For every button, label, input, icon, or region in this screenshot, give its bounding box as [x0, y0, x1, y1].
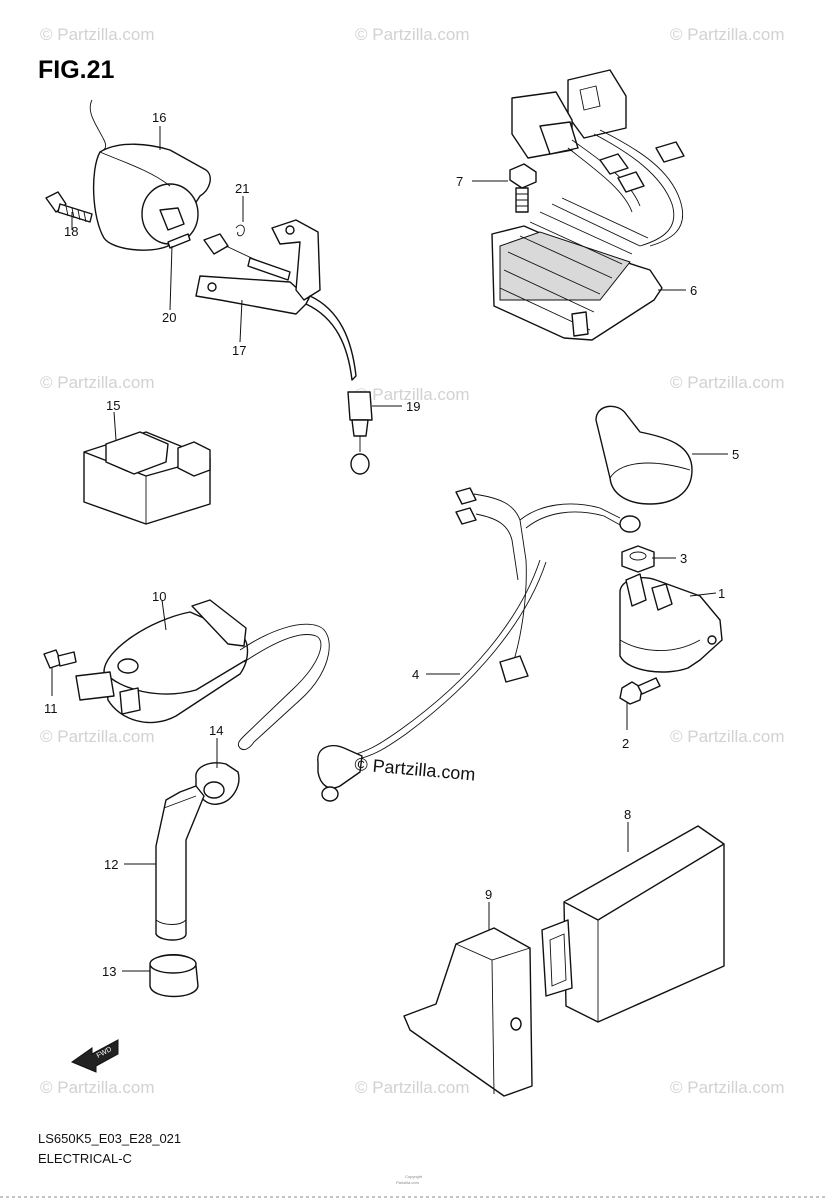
- callout-15: 15: [106, 398, 120, 413]
- part-12-illustration: [155, 785, 205, 941]
- center-brand-watermark: © Partzilla.com: [354, 754, 477, 784]
- callout-12: 12: [104, 857, 118, 872]
- callout-4: 4: [412, 667, 419, 682]
- callout-21: 21: [235, 181, 249, 196]
- callout-11: 11: [44, 701, 58, 716]
- part-6-illustration: [491, 69, 685, 341]
- part-18-illustration: [45, 191, 93, 223]
- watermark: © Partzilla.com: [670, 373, 785, 392]
- callout-3: 3: [680, 551, 687, 566]
- part-8-illustration: [541, 825, 725, 1023]
- part-10-illustration: [75, 599, 330, 751]
- part-16-illustration: [89, 99, 211, 251]
- part-21-illustration: [235, 224, 245, 237]
- part-11-illustration: [43, 649, 77, 669]
- watermark: © Partzilla.com: [40, 1078, 155, 1097]
- forward-arrow-icon: FWD: [70, 1039, 119, 1073]
- copyright-line: Partzilla.com: [396, 1180, 420, 1185]
- callout-2: 2: [622, 736, 629, 751]
- part-9-illustration: [403, 927, 533, 1097]
- watermark: © Partzilla.com: [40, 25, 155, 44]
- callout-9: 9: [485, 887, 492, 902]
- part-2-illustration: [619, 677, 661, 705]
- watermark: © Partzilla.com: [40, 727, 155, 746]
- callout-17: 17: [232, 343, 246, 358]
- callout-13: 13: [102, 964, 116, 979]
- part-4-illustration: [317, 487, 641, 802]
- callout-18: 18: [64, 224, 78, 239]
- callout-19: 19: [406, 399, 420, 414]
- watermark: © Partzilla.com: [355, 1078, 470, 1097]
- leader-lines: [51, 126, 728, 972]
- callout-16: 16: [152, 110, 166, 125]
- part-20-illustration: [167, 233, 191, 249]
- callout-14: 14: [209, 723, 223, 738]
- callout-6: 6: [690, 283, 697, 298]
- figure-title: FIG.21: [38, 56, 115, 84]
- part-15-illustration: [83, 431, 211, 525]
- watermark: © Partzilla.com: [355, 25, 470, 44]
- callout-20: 20: [162, 310, 176, 325]
- part-1-illustration: [619, 573, 723, 673]
- part-19-illustration: [347, 391, 373, 475]
- copyright-line: Copyright: [405, 1174, 423, 1179]
- part-3-illustration: [621, 545, 655, 573]
- model-code: LS650K5_E03_E28_021: [38, 1131, 181, 1146]
- callout-10: 10: [152, 589, 166, 604]
- watermark: © Partzilla.com: [670, 25, 785, 44]
- watermark: © Partzilla.com: [670, 727, 785, 746]
- watermark-layer: © Partzilla.com © Partzilla.com © Partzi…: [40, 25, 785, 1097]
- section-name: ELECTRICAL-C: [38, 1151, 132, 1166]
- callout-8: 8: [624, 807, 631, 822]
- part-5-illustration: [595, 405, 693, 505]
- watermark: © Partzilla.com: [670, 1078, 785, 1097]
- part-13-illustration: [149, 954, 199, 998]
- callout-5: 5: [732, 447, 739, 462]
- part-7-illustration: [509, 163, 537, 213]
- part-14-illustration: [195, 762, 240, 805]
- callout-1: 1: [718, 586, 725, 601]
- watermark: © Partzilla.com: [40, 373, 155, 392]
- callout-7: 7: [456, 174, 463, 189]
- callout-labels: 16 18 21 20 17 19 15 7 6 5 3 1 2 4 10 11…: [44, 110, 739, 979]
- watermark: © Partzilla.com: [355, 385, 470, 404]
- part-17-illustration: [195, 219, 357, 381]
